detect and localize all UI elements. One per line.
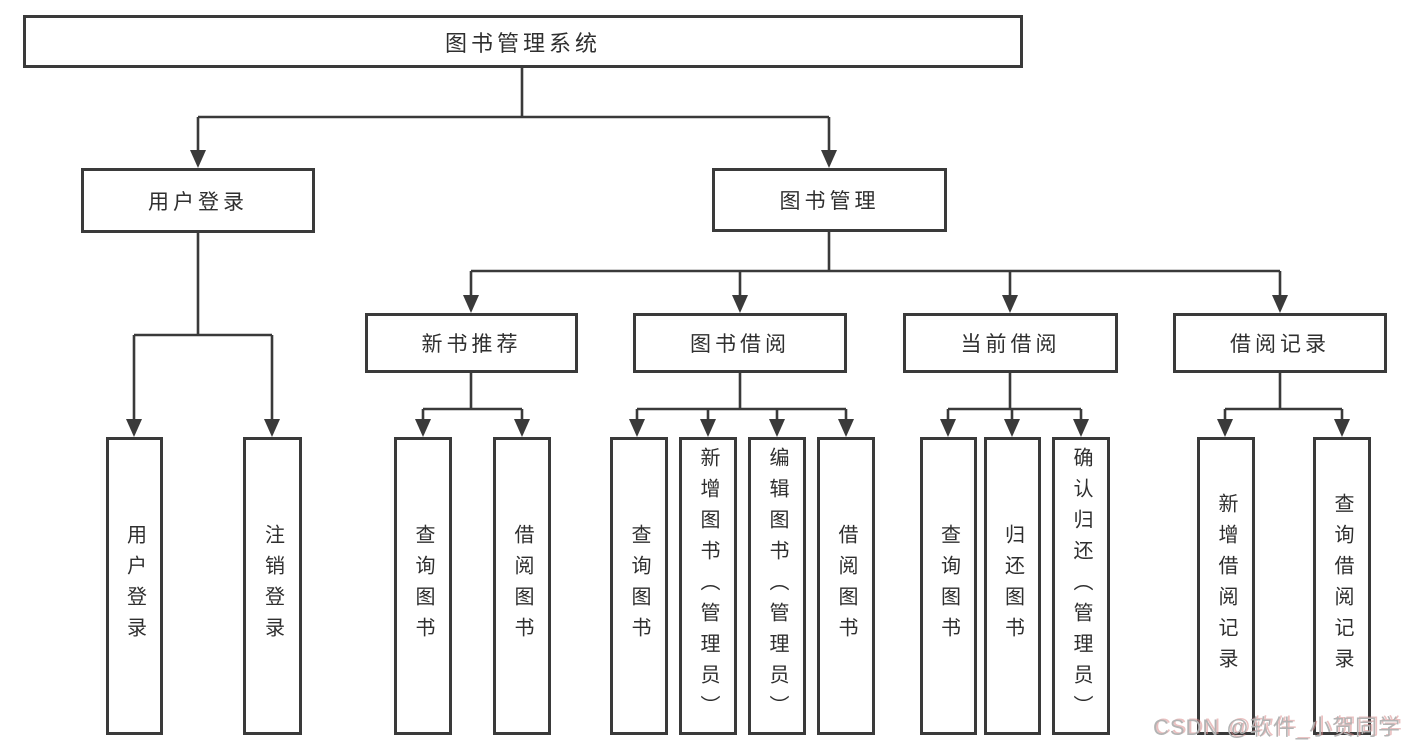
node-label: 新增图书（管理员） — [697, 446, 719, 726]
node-user-login: 用户登录 — [81, 168, 315, 233]
node-label: 新增借阅记录 — [1215, 493, 1237, 679]
node-label: 借阅图书 — [835, 524, 857, 648]
leaf-query-books-current: 查询图书 — [920, 437, 977, 735]
node-new-book-recommendation: 新书推荐 — [365, 313, 578, 373]
csdn-watermark: CSDN @软件_小贺同学 — [1152, 715, 1401, 740]
leaf-logout: 注销登录 — [243, 437, 302, 735]
node-book-management-system: 图书管理系统 — [23, 15, 1023, 68]
tree-edges — [132, 68, 1344, 420]
node-label: 借阅记录 — [1230, 333, 1330, 356]
leaf-query-books-recommend: 查询图书 — [394, 437, 452, 735]
leaf-borrow-books-recommend: 借阅图书 — [493, 437, 551, 735]
node-label: 注销登录 — [261, 524, 284, 648]
node-book-borrowing: 图书借阅 — [633, 313, 847, 373]
node-book-management: 图书管理 — [712, 168, 947, 232]
node-current-borrowing: 当前借阅 — [903, 313, 1118, 373]
node-label: 图书管理 — [779, 190, 880, 213]
node-label: 查询图书 — [412, 524, 434, 648]
node-label: 用户登录 — [148, 190, 248, 214]
node-label: 借阅图书 — [511, 524, 533, 648]
leaf-return-books: 归还图书 — [984, 437, 1041, 735]
leaf-borrow-books-borrowing: 借阅图书 — [817, 437, 875, 735]
arrowheads — [126, 150, 1350, 437]
node-label: 图书管理系统 — [444, 30, 601, 56]
node-label: 编辑图书（管理员） — [766, 446, 788, 726]
node-label: 图书借阅 — [690, 333, 790, 356]
leaf-confirm-return-admin: 确认归还（管理员） — [1052, 437, 1110, 735]
node-label: 查询图书 — [937, 524, 960, 648]
leaf-edit-books-admin: 编辑图书（管理员） — [748, 437, 806, 735]
node-label: 当前借阅 — [960, 333, 1061, 356]
node-label: 用户登录 — [123, 524, 146, 648]
leaf-add-books-admin: 新增图书（管理员） — [679, 437, 737, 735]
leaf-add-borrow-record: 新增借阅记录 — [1197, 437, 1255, 735]
node-label: 查询图书 — [628, 524, 650, 648]
leaf-query-borrow-record: 查询借阅记录 — [1313, 437, 1371, 735]
node-label: 查询借阅记录 — [1331, 493, 1353, 679]
node-borrowing-records: 借阅记录 — [1173, 313, 1387, 373]
leaf-query-books-borrowing: 查询图书 — [610, 437, 668, 735]
node-label: 确认归还（管理员） — [1070, 446, 1092, 726]
leaf-user-login: 用户登录 — [106, 437, 163, 735]
node-label: 归还图书 — [1001, 524, 1024, 648]
node-label: 新书推荐 — [421, 333, 522, 356]
